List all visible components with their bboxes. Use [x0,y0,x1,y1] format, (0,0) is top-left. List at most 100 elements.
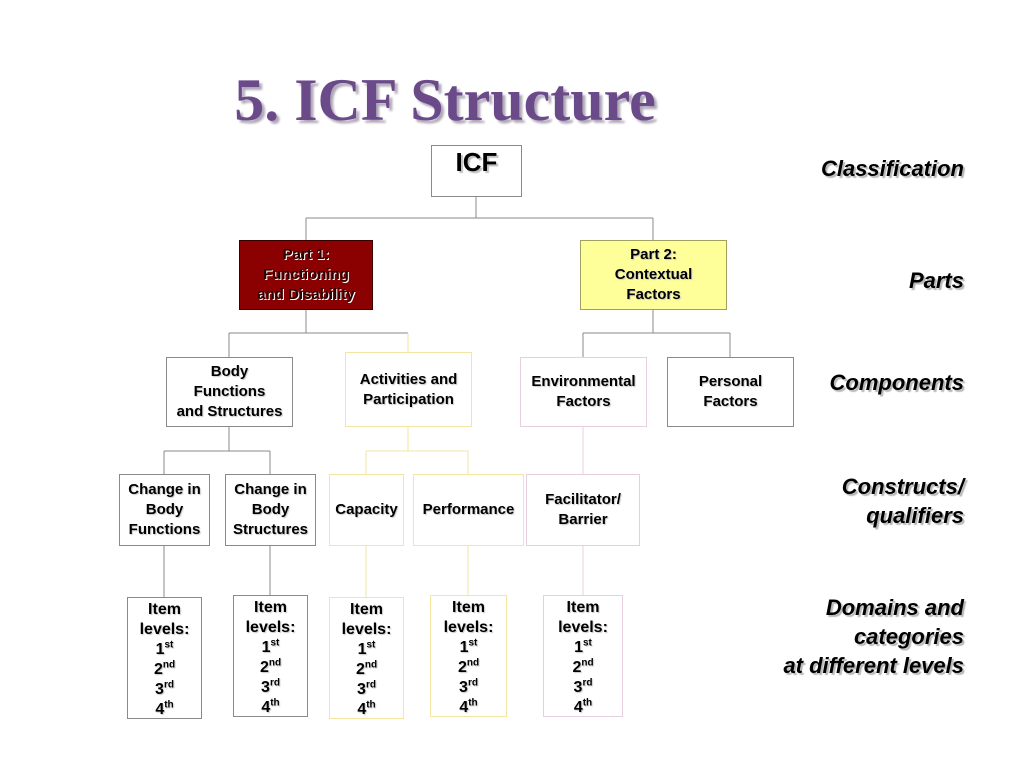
level-number: 3 [261,679,270,696]
capacity-box: Capacity [329,474,404,546]
level-number: 2 [355,661,365,678]
domains-line3: at different levels [783,653,964,678]
level-suffix: th [270,697,280,709]
level-suffix: nd [268,657,282,669]
level-suffix: st [164,639,174,651]
level-suffix: nd [581,657,594,669]
level-suffix: nd [466,657,480,669]
level-suffix: st [468,637,478,649]
personal-line1: Personal [698,373,763,390]
item-level-4: 4th [574,698,592,718]
level-suffix: nd [364,659,378,671]
item-level-2: 2nd [572,658,593,678]
level-suffix: st [583,637,592,649]
level-suffix: rd [365,679,376,691]
item-level-4: 4th [357,700,375,720]
part1-line1: Part 1: [282,246,330,263]
item-level-1: 1st [574,638,592,658]
item-heading-line1: Item [350,601,383,618]
environmental-line1: Environmental [531,373,636,390]
level-number: 2 [259,659,269,676]
facilitator-line1: Facilitator/ [545,491,621,508]
part2-line1: Part 2: [630,246,677,263]
change-body-functions-box: Change in Body Functions [119,474,210,546]
domains-line1: Domains and [825,595,964,620]
part2-line2: Contextual [614,266,693,283]
level-suffix: rd [269,677,280,689]
body-functions-structures-box: Body Functions and Structures [166,357,293,427]
environmental-line2: Factors [556,393,611,410]
page-title: 5. ICF Structure [234,67,656,133]
row-label-classification: Classification [821,154,964,183]
item-level-4: 4th [459,698,477,718]
change-body-structures-box: Change in Body Structures [225,474,316,546]
change-structures-line1: Change in [234,481,307,498]
change-structures-line2: Body [251,501,290,518]
item-level-4: 4th [155,700,173,720]
item-level-4: 4th [261,698,279,718]
item-levels-box: Item levels: 1st 2nd 3rd 4th [127,597,202,719]
level-number: 3 [155,681,164,698]
level-number: 2 [153,661,163,678]
item-level-1: 1st [156,640,174,660]
item-levels-box: Item levels: 1st 2nd 3rd 4th [233,595,308,717]
level-number: 1 [155,641,165,658]
environmental-factors-box: Environmental Factors [520,357,647,427]
item-level-2: 2nd [154,660,175,680]
level-number: 4 [261,699,271,716]
part1-box: Part 1: Functioning and Disability [239,240,373,310]
level-suffix: nd [162,659,176,671]
item-level-3: 3rd [574,678,593,698]
level-suffix: rd [163,679,174,691]
level-number: 4 [155,701,165,718]
level-suffix: st [366,639,376,651]
level-number: 1 [459,639,469,656]
part2-box: Part 2: Contextual Factors [580,240,727,310]
level-suffix: th [582,697,593,709]
level-suffix: th [468,697,478,709]
item-level-3: 3rd [261,678,280,698]
level-suffix: th [366,699,376,711]
level-number: 1 [357,641,367,658]
level-suffix: st [270,637,280,649]
row-label-constructs: Constructs/ qualifiers [842,472,964,530]
item-levels-box: Item levels: 1st 2nd 3rd 4th [543,595,623,717]
item-heading-line2: levels: [245,619,296,636]
performance-box: Performance [413,474,524,546]
item-heading-line1: Item [566,599,600,616]
change-functions-line2: Body [145,501,184,518]
item-level-2: 2nd [260,658,281,678]
icf-root-label: ICF [455,147,498,177]
item-level-3: 3rd [459,678,478,698]
change-functions-line1: Change in [128,481,201,498]
item-levels-box: Item levels: 1st 2nd 3rd 4th [430,595,507,717]
facilitator-barrier-box: Facilitator/ Barrier [526,474,640,546]
domains-line2: categories [853,624,964,649]
item-heading-line1: Item [452,599,485,616]
change-functions-line3: Functions [128,521,201,538]
level-number: 4 [357,701,367,718]
level-number: 1 [261,639,271,656]
level-suffix: th [164,699,174,711]
item-level-2: 2nd [458,658,479,678]
constructs-line1: Constructs/ [841,474,964,499]
item-heading-line2: levels: [443,619,494,636]
row-label-parts: Parts [909,266,964,295]
classification-text: Classification [820,156,964,181]
item-heading-line1: Item [148,601,181,618]
activities-participation-box: Activities and Participation [345,352,472,427]
item-levels-box: Item levels: 1st 2nd 3rd 4th [329,597,404,719]
performance-label: Performance [422,501,515,518]
item-level-3: 3rd [155,680,174,700]
activities-line1: Activities and [359,370,458,388]
body-line3: and Structures [176,403,283,420]
constructs-line2: qualifiers [866,503,964,528]
item-heading-line1: Item [254,599,287,616]
body-line2: Functions [193,383,266,400]
components-text: Components [829,370,964,395]
item-heading-line2: levels: [139,621,190,638]
level-number: 2 [457,659,467,676]
level-suffix: rd [467,677,478,689]
change-structures-line3: Structures [232,521,309,538]
